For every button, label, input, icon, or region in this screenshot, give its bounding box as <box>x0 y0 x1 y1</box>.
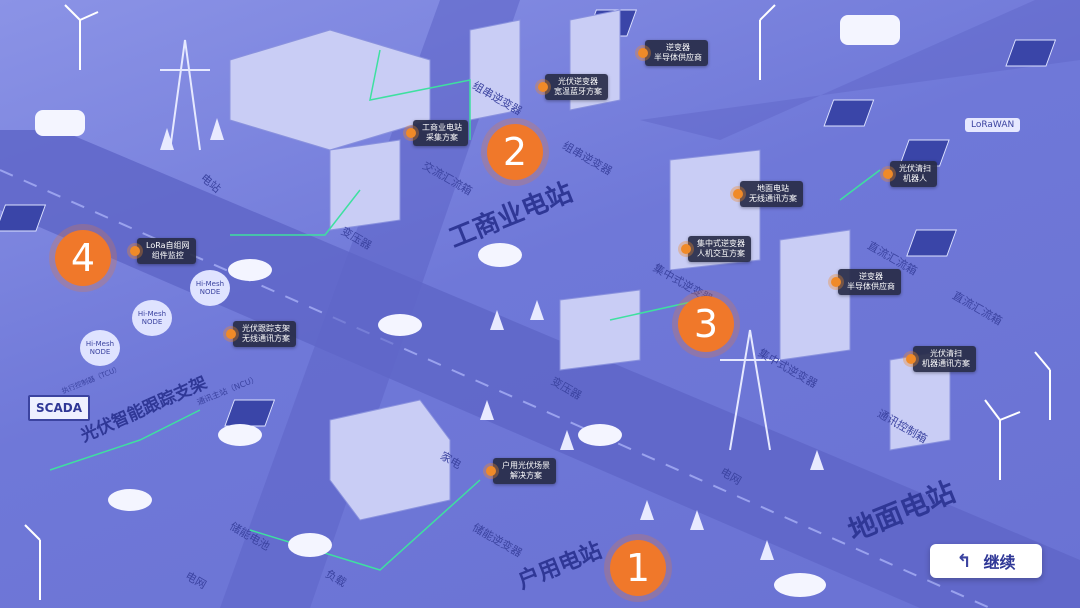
tag-inv-supplier-top[interactable]: 逆变器 半导体供应商 <box>638 40 708 66</box>
tag-dot <box>883 169 893 179</box>
mesh-node: Hi-Mesh NODE <box>132 300 172 336</box>
tag-dot <box>406 128 416 138</box>
tag-home-pv[interactable]: 户用光伏场景 解决方案 <box>486 458 556 484</box>
tag-dot <box>538 82 548 92</box>
marker-1[interactable]: 1 <box>610 540 666 596</box>
tag-text: 光伏跟踪支架 无线通讯方案 <box>242 324 290 343</box>
wind-turbines <box>24 4 1051 600</box>
tag-dot <box>638 48 648 58</box>
tag-dot <box>130 246 140 256</box>
turn-left-arrow-icon: ↰ <box>956 550 972 572</box>
trees <box>160 118 824 560</box>
tag-inv-bt[interactable]: 光伏逆变器 宽温蓝牙方案 <box>538 74 608 100</box>
scada-sign: SCADA <box>28 395 90 421</box>
tag-text: 光伏清扫 机器通讯方案 <box>922 349 970 368</box>
tag-dot <box>226 329 236 339</box>
tag-text: LoRa自组网 组件监控 <box>146 241 190 260</box>
tag-dot <box>486 466 496 476</box>
tag-text: 户用光伏场景 解决方案 <box>502 461 550 480</box>
cross-road <box>220 0 520 608</box>
tag-ground-wireless[interactable]: 地面电站 无线通讯方案 <box>733 181 803 207</box>
marker-3[interactable]: 3 <box>678 296 734 352</box>
tag-text: 逆变器 半导体供应商 <box>847 272 895 291</box>
tag-dot <box>681 244 691 254</box>
tag-pv-cleaner-robot[interactable]: 光伏清扫 机器人 <box>883 161 937 187</box>
tag-dot <box>733 189 743 199</box>
continue-button[interactable]: ↰ 继续 <box>930 544 1042 578</box>
tag-central-hmi[interactable]: 集中式逆变器 人机交互方案 <box>681 236 751 262</box>
tag-text: 集中式逆变器 人机交互方案 <box>697 239 745 258</box>
tag-tracker-wireless[interactable]: 光伏跟踪支架 无线通讯方案 <box>226 321 296 347</box>
tag-text: 光伏逆变器 宽温蓝牙方案 <box>554 77 602 96</box>
tag-ci-station[interactable]: 工商业电站 采集方案 <box>406 120 468 146</box>
marker-2[interactable]: 2 <box>487 124 543 180</box>
tag-dot <box>831 277 841 287</box>
pylons <box>160 39 780 451</box>
marker-4[interactable]: 4 <box>55 230 111 286</box>
tag-text: 工商业电站 采集方案 <box>422 123 462 142</box>
tag-lora-monitor[interactable]: LoRa自组网 组件监控 <box>130 238 196 264</box>
mesh-node: Hi-Mesh NODE <box>190 270 230 306</box>
main-road <box>0 130 1080 608</box>
lorawan-sign: LoRaWAN <box>965 118 1021 132</box>
tag-cleaner-comm[interactable]: 光伏清扫 机器通讯方案 <box>906 346 976 372</box>
tag-text: 地面电站 无线通讯方案 <box>749 184 797 203</box>
tag-inv-supplier-mid[interactable]: 逆变器 半导体供应商 <box>831 269 901 295</box>
tag-text: 光伏清扫 机器人 <box>899 164 931 183</box>
mesh-node: Hi-Mesh NODE <box>80 330 120 366</box>
continue-label: 继续 <box>983 553 1016 572</box>
vehicles <box>35 15 900 597</box>
upper-road <box>640 0 1080 140</box>
tag-dot <box>906 354 916 364</box>
tag-text: 逆变器 半导体供应商 <box>654 43 702 62</box>
